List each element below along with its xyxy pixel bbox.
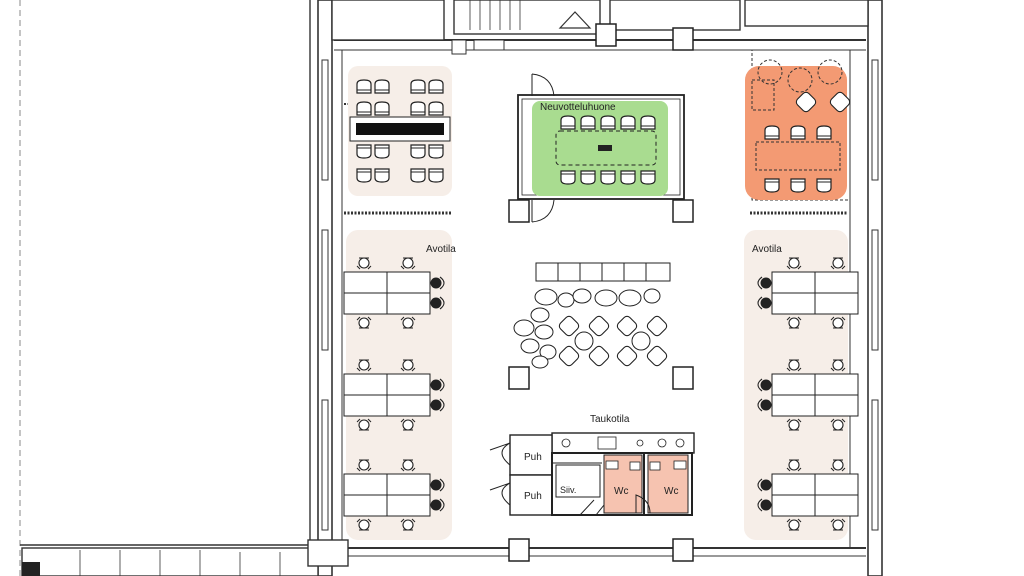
central-lounge [513,262,671,369]
phone-booth-2-label: Puh [524,491,542,502]
service-rooms: Siiv. Wc Wc [551,452,693,516]
cleaning-room-label: Siiv. [560,485,576,495]
break-room: Taukotila [551,414,695,454]
open-area-right: Avotila [744,230,859,540]
workshop-tables [348,66,452,196]
wc-2-label: Wc [664,486,678,497]
building-walls [21,0,883,576]
meeting-room: Neuvotteluhuone [517,73,685,223]
meeting-room-label: Neuvotteluhuone [540,102,616,113]
phone-booth-1-label: Puh [524,452,542,463]
phone-booths: Puh Puh [489,434,553,516]
open-area-left-label: Avotila [426,244,456,255]
break-room-label: Taukotila [590,414,630,425]
adjacent-area-left [19,0,311,576]
open-area-right-label: Avotila [752,244,782,255]
open-area-left: Avotila [343,230,456,540]
orange-zone [745,49,852,201]
wc-1-label: Wc [614,486,628,497]
